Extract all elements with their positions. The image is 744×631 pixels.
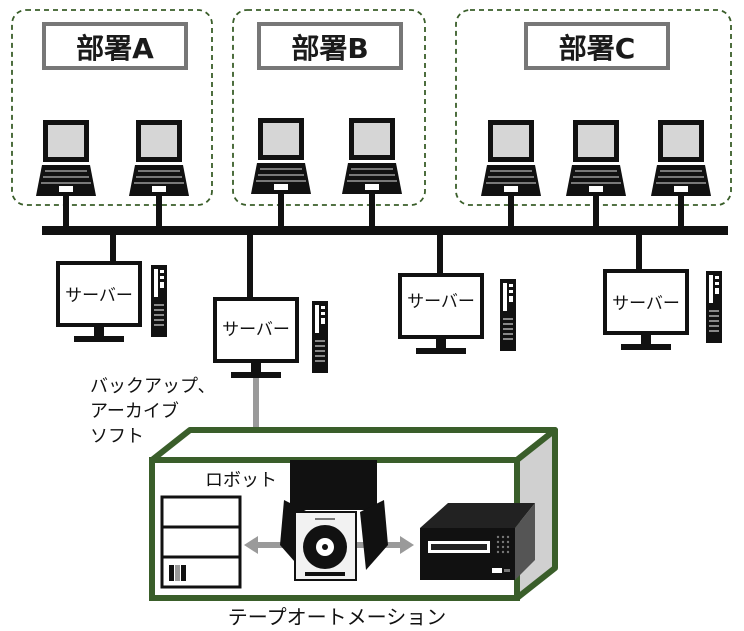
laptop-connectors: [63, 194, 684, 230]
server-label: サーバー: [222, 320, 290, 340]
laptop-icon: [128, 119, 190, 197]
server-tower-icon: [150, 264, 168, 338]
robot-label: ロボット: [205, 470, 277, 491]
laptop-icon: [480, 119, 542, 197]
laptop-icon: [250, 117, 312, 195]
server-label: サーバー: [612, 294, 680, 314]
software-note-line1: バックアップ、: [90, 376, 215, 397]
dept-c-label: 部署C: [559, 32, 636, 65]
server-tower-icon: [311, 300, 329, 374]
laptop-icon: [35, 119, 97, 197]
dept-b-label-box: [257, 22, 403, 70]
dept-b-label: 部署B: [291, 32, 368, 65]
monitor-icon: [398, 273, 484, 354]
tape-drive-icon: [420, 503, 535, 580]
dept-c-group: [455, 9, 732, 206]
server-tower-icon: [499, 278, 517, 352]
system-caption: テープオートメーション: [228, 605, 446, 629]
software-note-line3: ソフト: [90, 426, 144, 447]
laptop-icon: [565, 119, 627, 197]
server-tower-icon: [705, 270, 723, 344]
server-label: サーバー: [407, 292, 475, 312]
backup-link: [253, 378, 259, 430]
network-backbone: [42, 226, 728, 235]
tape-library-rack-icon: [160, 495, 242, 589]
server-connectors: [110, 235, 642, 297]
dept-a-label: 部署A: [76, 32, 154, 65]
dept-a-group: [11, 9, 213, 206]
dept-a-label-box: [42, 22, 188, 70]
robot-arm-icon: [280, 460, 388, 581]
dept-c-label-box: [524, 22, 670, 70]
laptop-icon: [341, 117, 403, 195]
server-label: サーバー: [65, 286, 133, 306]
software-note-line2: アーカイブ: [90, 400, 179, 422]
dept-b-group: [232, 9, 426, 206]
laptop-icon: [650, 119, 712, 197]
